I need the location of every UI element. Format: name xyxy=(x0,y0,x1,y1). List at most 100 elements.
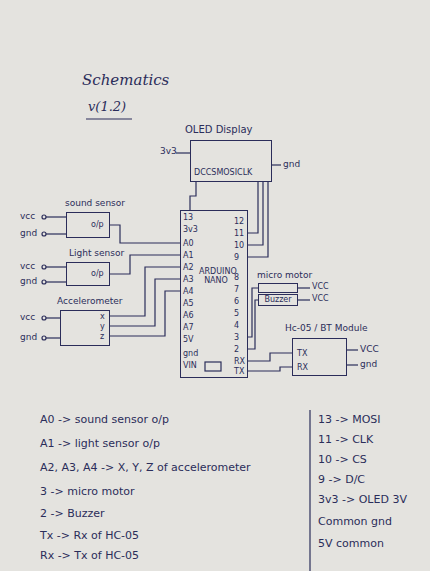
pin-name: o/p xyxy=(91,220,104,229)
pin-name: 3 xyxy=(234,333,239,342)
signal-wire xyxy=(248,367,292,371)
pin-name: y xyxy=(100,322,105,331)
pin-name: 12 xyxy=(234,217,244,226)
component-label: Accelerometer xyxy=(57,296,123,306)
component-label: ARDUINO NANO xyxy=(199,267,233,285)
wiring-note: 9 -> D/C xyxy=(318,474,365,487)
pin-name: A3 xyxy=(183,275,194,284)
pin-name: 4 xyxy=(234,321,239,330)
gnd-wire xyxy=(46,337,60,338)
gnd-wire xyxy=(46,281,66,282)
pin-name: gnd xyxy=(183,349,198,358)
supply-label: 3v3 xyxy=(160,146,177,156)
wiring-note: 3v3 -> OLED 3V xyxy=(318,494,407,507)
terminal xyxy=(42,280,46,284)
pin-name: VIN xyxy=(183,361,197,370)
supply-label: gnd xyxy=(20,228,37,238)
underline xyxy=(86,118,132,119)
signal-wire xyxy=(190,182,196,210)
wiring-note: 3 -> micro motor xyxy=(40,486,135,499)
pin-name: x xyxy=(100,312,105,321)
terminal xyxy=(42,336,46,340)
vcc-wire xyxy=(46,266,66,267)
microcontroller-board: ARDUINO NANO 13 3v3A0A1A2A3A4A5A6A7 5V gndVI… xyxy=(180,210,248,378)
pin-name: 10 xyxy=(234,241,244,250)
wiring-note: A0 -> sound sensor o/p xyxy=(40,414,169,427)
supply-label: gnd xyxy=(360,359,377,369)
pin-name: 13 xyxy=(183,213,193,222)
pin-name: o/p xyxy=(91,269,104,278)
pin-name: 6 xyxy=(234,297,239,306)
terminal xyxy=(42,265,46,269)
supply-label: VCC xyxy=(360,344,379,354)
component-label: Light sensor xyxy=(69,248,124,258)
pin-name: A6 xyxy=(183,311,194,320)
signal-wire xyxy=(248,182,258,233)
vcc-wire xyxy=(298,287,310,288)
supply-label: vcc xyxy=(20,211,35,221)
signal-wire xyxy=(110,225,180,243)
component-label: OLED Display xyxy=(185,124,253,136)
display-box: OLED DisplayDCCSMOSICLK xyxy=(190,140,272,182)
supply-label: gnd xyxy=(283,159,300,169)
wiring-note: A1 -> light sensor o/p xyxy=(40,438,160,451)
signal-wire xyxy=(248,300,258,349)
wiring-note: 2 -> Buzzer xyxy=(40,508,105,521)
component-label: Buzzer xyxy=(259,295,297,304)
pin-name: A4 xyxy=(183,287,194,296)
pin-name: 7 xyxy=(234,285,239,294)
pin-name: TX xyxy=(297,349,307,358)
vcc-wire xyxy=(46,216,66,217)
vcc-wire xyxy=(176,152,190,153)
pin-name: A2 xyxy=(183,263,194,272)
wiring-note: Rx -> Tx of HC-05 xyxy=(40,550,139,563)
terminal xyxy=(42,316,46,320)
component-label: micro motor xyxy=(257,270,312,280)
buzzer-box: Buzzer xyxy=(258,294,298,306)
pin-name: 8 xyxy=(234,273,239,282)
signal-wire xyxy=(248,288,258,337)
pin-name: RX xyxy=(234,357,245,366)
supply-label: VCC xyxy=(312,294,329,303)
vcc-wire xyxy=(298,299,310,300)
supply-label: vcc xyxy=(20,261,35,271)
wiring-note: A2, A3, A4 -> X, Y, Z of accelerometer xyxy=(40,462,251,475)
pin-name: RX xyxy=(297,363,308,372)
pin-name: 3v3 xyxy=(183,225,198,234)
pin-name: A1 xyxy=(183,251,194,260)
pin-name: 5V xyxy=(183,335,194,344)
supply-label: VCC xyxy=(312,282,329,291)
pin-name: A5 xyxy=(183,299,194,308)
gnd-wire xyxy=(46,233,66,234)
pin-name: z xyxy=(100,332,104,341)
pin-name: 11 xyxy=(234,229,244,238)
pin-name: 9 xyxy=(234,253,239,262)
wiring-note: 13 -> MOSI xyxy=(318,414,381,427)
version-label: v(1.2) xyxy=(88,100,126,115)
supply-label: gnd xyxy=(20,276,37,286)
vcc-wire xyxy=(347,349,358,350)
pin-name: 2 xyxy=(234,345,239,354)
pin-name: A0 xyxy=(183,239,194,248)
signal-wire xyxy=(248,353,292,361)
pin-name: 5 xyxy=(234,309,239,318)
wiring-note: 11 -> CLK xyxy=(318,434,373,447)
vcc-wire xyxy=(46,317,60,318)
wiring-note: 5V common xyxy=(318,538,384,551)
signal-wire xyxy=(248,182,268,257)
wiring-note: Common gnd xyxy=(318,516,392,529)
sensor-box: sound sensoro/p xyxy=(66,212,110,238)
terminal xyxy=(42,232,46,236)
divider xyxy=(309,410,310,571)
signal-wire xyxy=(248,182,263,245)
pin-name: A7 xyxy=(183,323,194,332)
component-label: sound sensor xyxy=(65,198,125,208)
pin-name: TX xyxy=(234,367,244,376)
motor-box: micro motor xyxy=(258,283,298,293)
sensor-box: Accelerometerxyz xyxy=(60,310,110,346)
gnd-wire xyxy=(272,164,281,165)
pin-name: DCCSMOSICLK xyxy=(194,168,252,177)
supply-label: vcc xyxy=(20,312,35,322)
bluetooth-module: Hc-05 / BT ModuleTXRX xyxy=(292,338,347,376)
gnd-wire xyxy=(347,364,358,365)
